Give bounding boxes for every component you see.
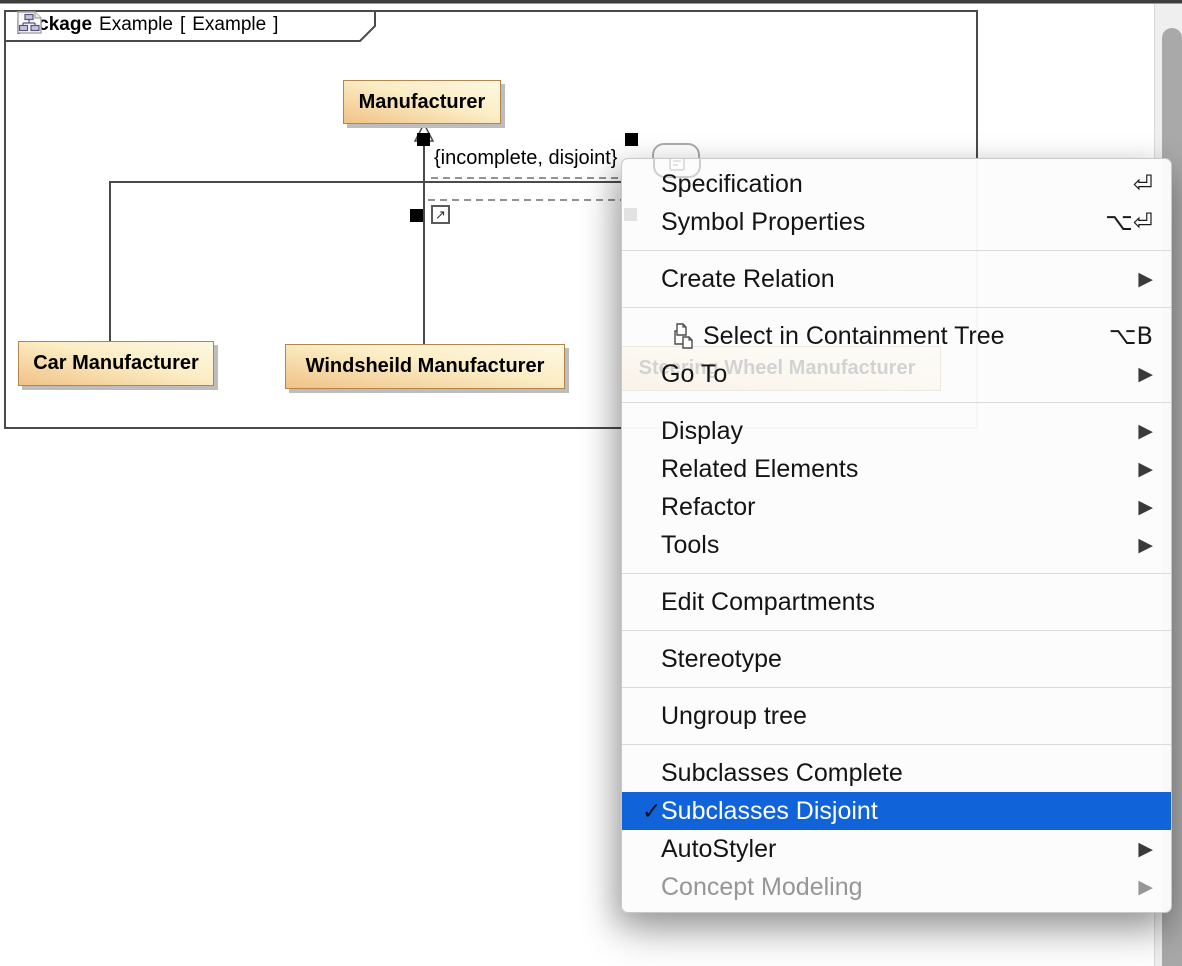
menu-separator [622,307,1171,308]
open-link-icon[interactable]: ↗ [431,205,450,224]
window-top-edge [0,0,1182,4]
menu-item-label: Stereotype [661,644,782,673]
shortcut-label: ⌥B [1108,322,1153,350]
menu-item-label: Tools [661,530,720,559]
submenu-arrow-icon: ▶ [1138,420,1153,442]
menu-separator [622,630,1171,631]
menu-item-subclasses-disjoint[interactable]: ✓Subclasses Disjoint [622,792,1171,830]
menu-separator [622,573,1171,574]
containment-tree-icon [674,322,693,349]
menu-item-label: Edit Compartments [661,587,875,616]
menu-separator [622,687,1171,688]
menu-item-stereotype[interactable]: Stereotype [622,640,1171,678]
menu-item-label: Subclasses Complete [661,758,903,787]
bracket-open: [ [179,14,186,35]
package-name: Example [99,14,173,35]
menu-item-select-in-containment-tree[interactable]: Select in Containment Tree ⌥B [622,317,1171,355]
package-diagram-icon [17,11,42,34]
menu-item-label: AutoStyler [661,834,777,863]
menu-item-subclasses-complete[interactable]: Subclasses Complete [622,754,1171,792]
menu-item-specification[interactable]: Specification ⏎ [622,165,1171,203]
menu-item-label: Related Elements [661,454,859,483]
menu-item-refactor[interactable]: Refactor ▶ [622,488,1171,526]
bracket-close: ] [273,14,279,35]
checkmark-icon: ✓ [642,797,662,824]
diagram-name: Example [192,14,267,35]
selection-handle[interactable] [410,209,423,222]
submenu-arrow-icon: ▶ [1138,838,1153,860]
context-menu: Steering Wheel Manufacturer Specificatio… [621,158,1172,913]
menu-item-label: Refactor [661,492,756,521]
menu-item-label: Symbol Properties [661,207,866,236]
submenu-arrow-icon: ▶ [1138,268,1153,290]
menu-item-label: Ungroup tree [661,701,807,730]
menu-item-concept-modeling[interactable]: Concept Modeling ▶ [622,868,1171,906]
menu-item-label: Display [661,416,743,445]
diagram-frame-header: package Example [ Example ] [4,10,376,42]
class-name: Windsheild Manufacturer [305,355,545,377]
menu-item-label: Create Relation [661,264,835,293]
menu-item-autostyler[interactable]: AutoStyler ▶ [622,830,1171,868]
class-box-car-manufacturer[interactable]: Car Manufacturer [18,341,214,386]
menu-item-label: Specification [661,169,803,198]
menu-item-label: Go To [661,359,728,388]
menu-item-label: Subclasses Disjoint [661,796,878,825]
class-box-windsheild-manufacturer[interactable]: Windsheild Manufacturer [285,344,565,389]
menu-item-related-elements[interactable]: Related Elements ▶ [622,450,1171,488]
menu-item-go-to[interactable]: Go To ▶ [622,355,1171,393]
menu-item-label: Concept Modeling [661,872,863,901]
menu-item-label: Select in Containment Tree [703,321,1005,350]
menu-separator [622,402,1171,403]
selection-handle[interactable] [417,133,430,146]
menu-item-ungroup-tree[interactable]: Ungroup tree [622,697,1171,735]
menu-separator [622,744,1171,745]
class-box-manufacturer[interactable]: Manufacturer [343,80,501,124]
submenu-arrow-icon: ▶ [1138,534,1153,556]
menu-item-edit-compartments[interactable]: Edit Compartments [622,583,1171,621]
shortcut-label: ⏎ [1132,170,1153,198]
menu-item-tools[interactable]: Tools ▶ [622,526,1171,564]
submenu-arrow-icon: ▶ [1138,496,1153,518]
shortcut-label: ⌥⏎ [1105,208,1153,236]
menu-item-create-relation[interactable]: Create Relation ▶ [622,260,1171,298]
menu-item-symbol-properties[interactable]: Symbol Properties ⌥⏎ [622,203,1171,241]
generalization-set-label[interactable]: {incomplete, disjoint} [434,147,618,169]
submenu-arrow-icon: ▶ [1138,876,1153,898]
menu-item-display[interactable]: Display ▶ [622,412,1171,450]
frame-tab-shape [4,10,376,42]
menu-separator [622,250,1171,251]
class-name: Manufacturer [358,90,486,113]
selection-handle[interactable] [625,133,638,146]
submenu-arrow-icon: ▶ [1138,363,1153,385]
class-name: Car Manufacturer [33,352,199,374]
submenu-arrow-icon: ▶ [1138,458,1153,480]
